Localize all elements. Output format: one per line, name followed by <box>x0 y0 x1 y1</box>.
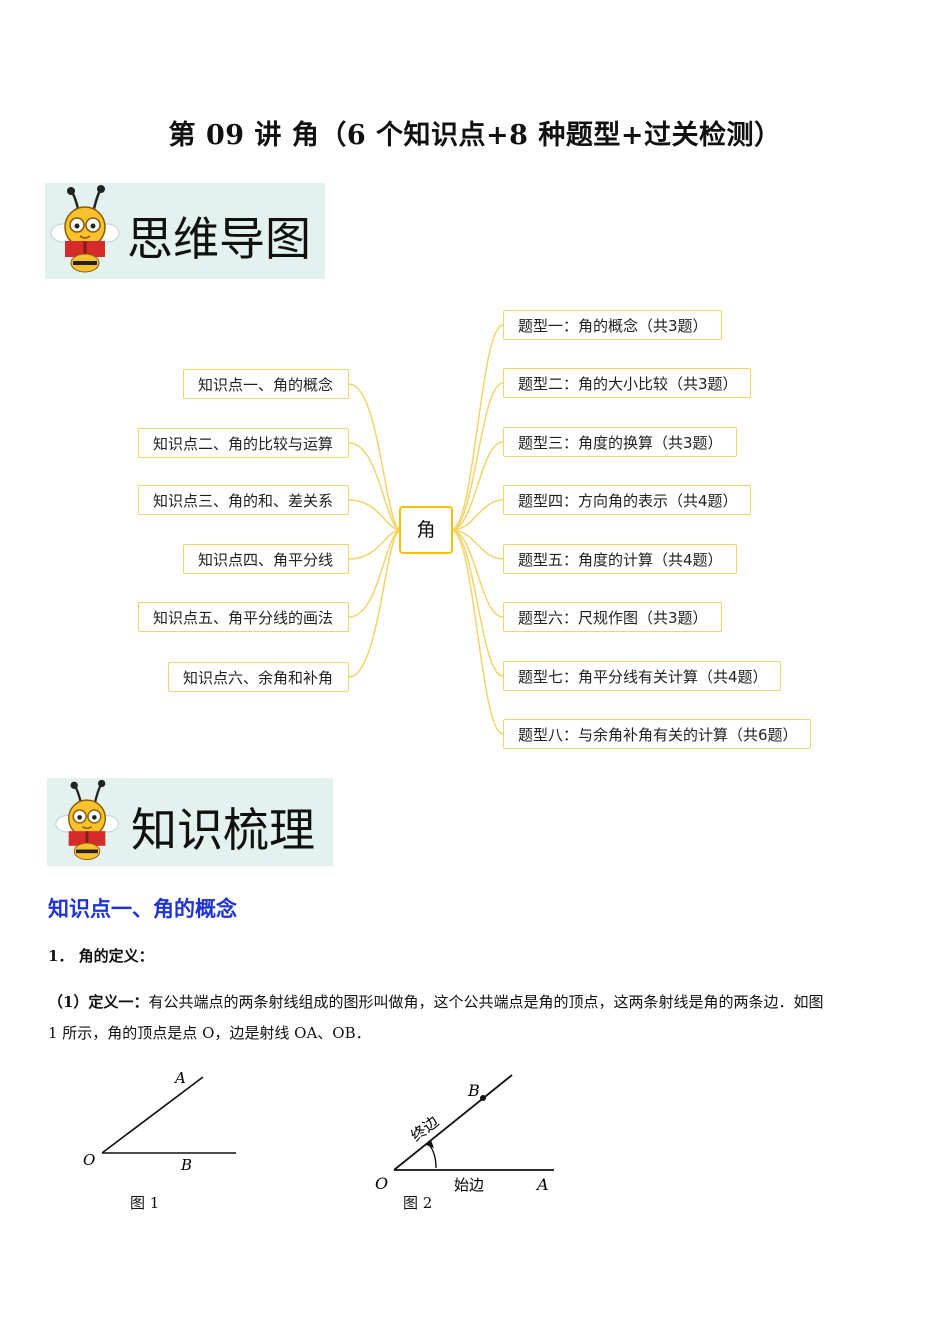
mindmap-banner-label: 思维导图 <box>127 212 311 266</box>
rotation-arc-arrow-icon <box>429 1145 437 1169</box>
label-initial-side: 始边 <box>454 1176 484 1194</box>
point-b-dot <box>480 1095 486 1101</box>
mind-map-left-node: 知识点二、角的比较与运算 <box>138 428 349 458</box>
figure-1-angle: O A B <box>83 1069 236 1174</box>
ray-oa <box>101 1076 204 1154</box>
mindmap-banner: 思维导图 <box>45 183 325 279</box>
bee-mascot-icon <box>55 779 119 861</box>
figure-1-caption: 图 1 <box>130 1194 160 1212</box>
section-heading: 知识点一、角的概念 <box>48 897 237 921</box>
mind-map-right-node: 题型四：方向角的表示（共4题） <box>503 485 751 515</box>
definition-label: （1）定义一： <box>48 993 149 1011</box>
mind-map: 角 知识点一、角的概念 知识点二、角的比较与运算 知识点三、角的和、差关系 知识… <box>0 300 950 760</box>
definition-item: 1． 角的定义： <box>48 947 154 965</box>
bee-mascot-icon <box>50 185 120 273</box>
mind-map-left-node: 知识点四、角平分线 <box>183 544 349 574</box>
mind-map-connectors <box>348 324 504 735</box>
mind-map-right-node: 题型六：尺规作图（共3题） <box>503 602 722 632</box>
mind-map-right-node: 题型五：角度的计算（共4题） <box>503 544 737 574</box>
label-o: O <box>375 1174 388 1193</box>
knowledge-banner-label: 知识梳理 <box>131 803 315 857</box>
label-b: B <box>180 1156 192 1174</box>
mind-map-left-node: 知识点三、角的和、差关系 <box>138 485 349 515</box>
definition-text-line1: 有公共端点的两条射线组成的图形叫做角，这个公共端点是角的顶点，这两条射线是角的两… <box>148 993 824 1011</box>
page-title: 第 09 讲 角（6 个知识点+8 种题型+过关检测） <box>168 120 782 151</box>
mind-map-right-node: 题型二：角的大小比较（共3题） <box>503 368 751 398</box>
knowledge-banner: 知识梳理 <box>47 778 333 866</box>
figure-2-caption: 图 2 <box>403 1194 433 1212</box>
label-b: B <box>467 1081 480 1100</box>
label-terminal-side: 终边 <box>407 1112 442 1145</box>
terminal-ray <box>393 1074 513 1171</box>
definition-paragraph: （1）定义一：有公共端点的两条射线组成的图形叫做角，这个公共端点是角的顶点，这两… <box>48 987 908 1049</box>
mind-map-left-node: 知识点一、角的概念 <box>183 369 349 399</box>
mind-map-left-node: 知识点五、角平分线的画法 <box>138 602 349 632</box>
mind-map-center: 角 <box>399 506 453 554</box>
label-o: O <box>83 1151 95 1169</box>
arrow-head-icon <box>426 1140 434 1148</box>
label-a: A <box>173 1069 186 1087</box>
mind-map-left-node: 知识点六、余角和补角 <box>168 662 349 692</box>
definition-text-line2: 1 所示，角的顶点是点 O，边是射线 OA、OB． <box>48 1024 371 1042</box>
mind-map-right-node: 题型三：角度的换算（共3题） <box>503 427 737 457</box>
mind-map-right-node: 题型一：角的概念（共3题） <box>503 310 722 340</box>
mind-map-right-node: 题型八：与余角补角有关的计算（共6题） <box>503 719 811 749</box>
mind-map-right-node: 题型七：角平分线有关计算（共4题） <box>503 661 781 691</box>
figure-2-angle: O B A 终边 始边 <box>375 1074 554 1194</box>
label-a: A <box>535 1175 549 1194</box>
